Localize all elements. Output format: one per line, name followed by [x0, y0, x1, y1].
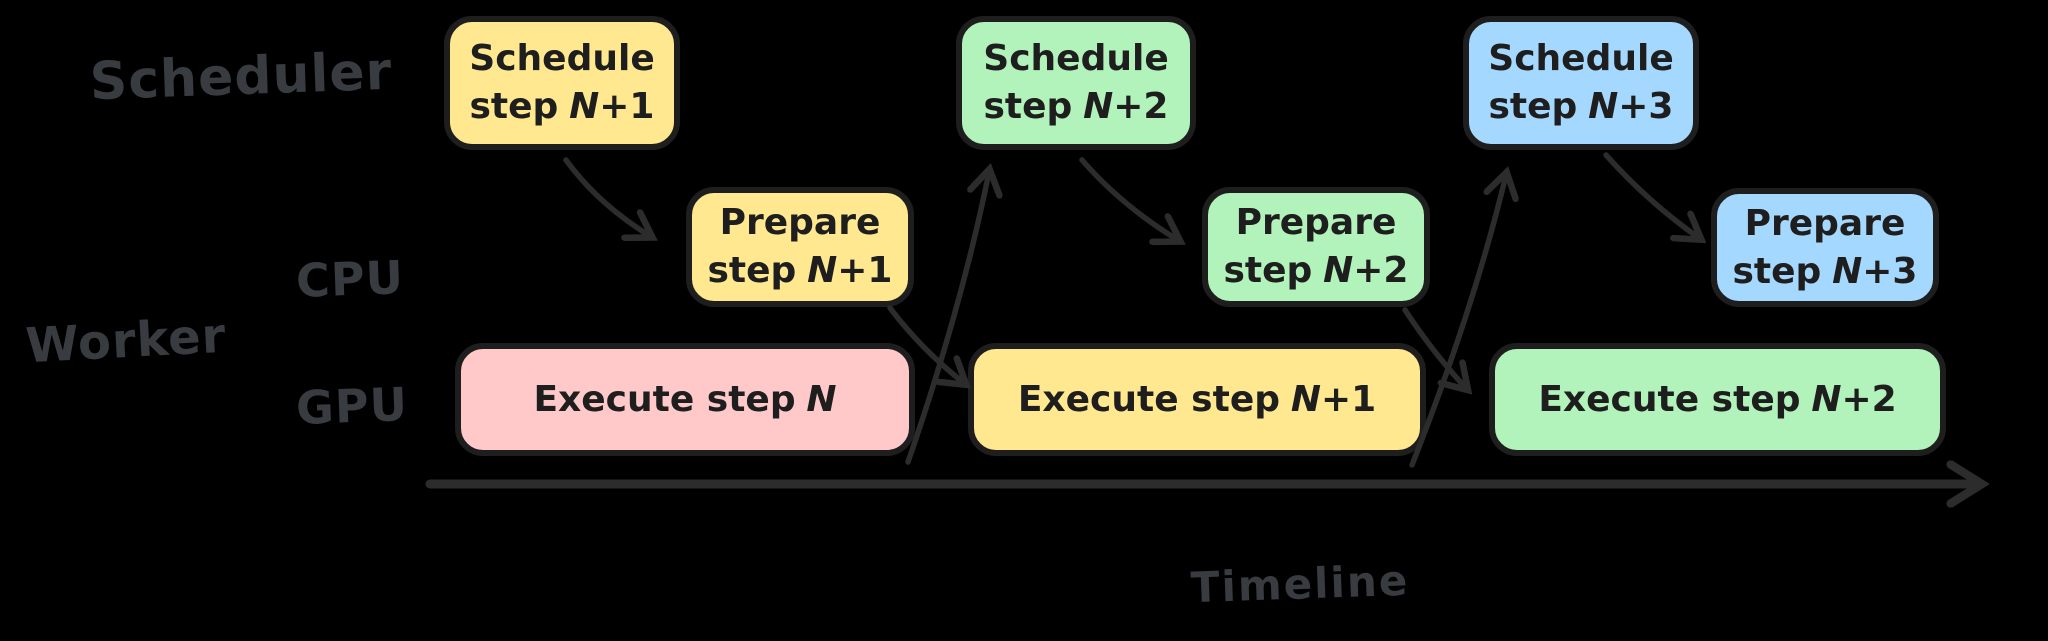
box-line1: Prepare [719, 202, 881, 243]
step-n: N [1588, 86, 1619, 127]
box-line1: Prepare [1744, 202, 1906, 244]
step-suffix: +2 [1841, 378, 1897, 420]
step-word: step [707, 250, 797, 291]
step-suffix: +2 [1353, 250, 1409, 291]
step-word: step [469, 86, 559, 127]
step-word: step [1732, 250, 1822, 292]
execute-word: Execute step [533, 378, 796, 420]
step-n: N [1832, 250, 1863, 292]
arrow-schedule-n2-to-prepare-n2 [1079, 157, 1178, 240]
step-n: N [1323, 250, 1354, 291]
step-suffix: +2 [1113, 86, 1169, 127]
box-line1: Prepare [1235, 202, 1397, 243]
row-label-cpu: CPU [295, 250, 405, 308]
step-suffix: +1 [837, 250, 893, 291]
step-word: step [1488, 86, 1578, 127]
step-n: N [806, 378, 837, 420]
step-word: step [983, 86, 1073, 127]
box-line1: Schedule [1488, 38, 1674, 79]
step-n: N [1290, 378, 1321, 420]
step-suffix: +1 [1320, 378, 1377, 420]
box-line1: Schedule [469, 38, 655, 79]
step-suffix: +3 [1862, 250, 1918, 292]
timeline-axis-label: Timeline [1189, 555, 1411, 613]
step-n: N [569, 86, 600, 127]
row-label-gpu: GPU [295, 377, 409, 435]
step-n: N [807, 250, 838, 291]
step-suffix: +3 [1618, 86, 1674, 127]
step-n: N [1811, 378, 1842, 420]
arrow-schedule-n3-to-prepare-n3 [1603, 152, 1699, 238]
execute-word: Execute step [1017, 378, 1281, 420]
step-word: step [1223, 250, 1313, 291]
step-suffix: +1 [599, 86, 655, 127]
row-label-worker: Worker [24, 307, 228, 375]
execute-word: Execute step [1538, 378, 1801, 420]
arrow-schedule-n1-to-prepare-n1 [563, 157, 650, 236]
step-n: N [1083, 86, 1114, 127]
row-label-scheduler: Scheduler [88, 41, 394, 113]
box-line1: Schedule [983, 38, 1169, 79]
